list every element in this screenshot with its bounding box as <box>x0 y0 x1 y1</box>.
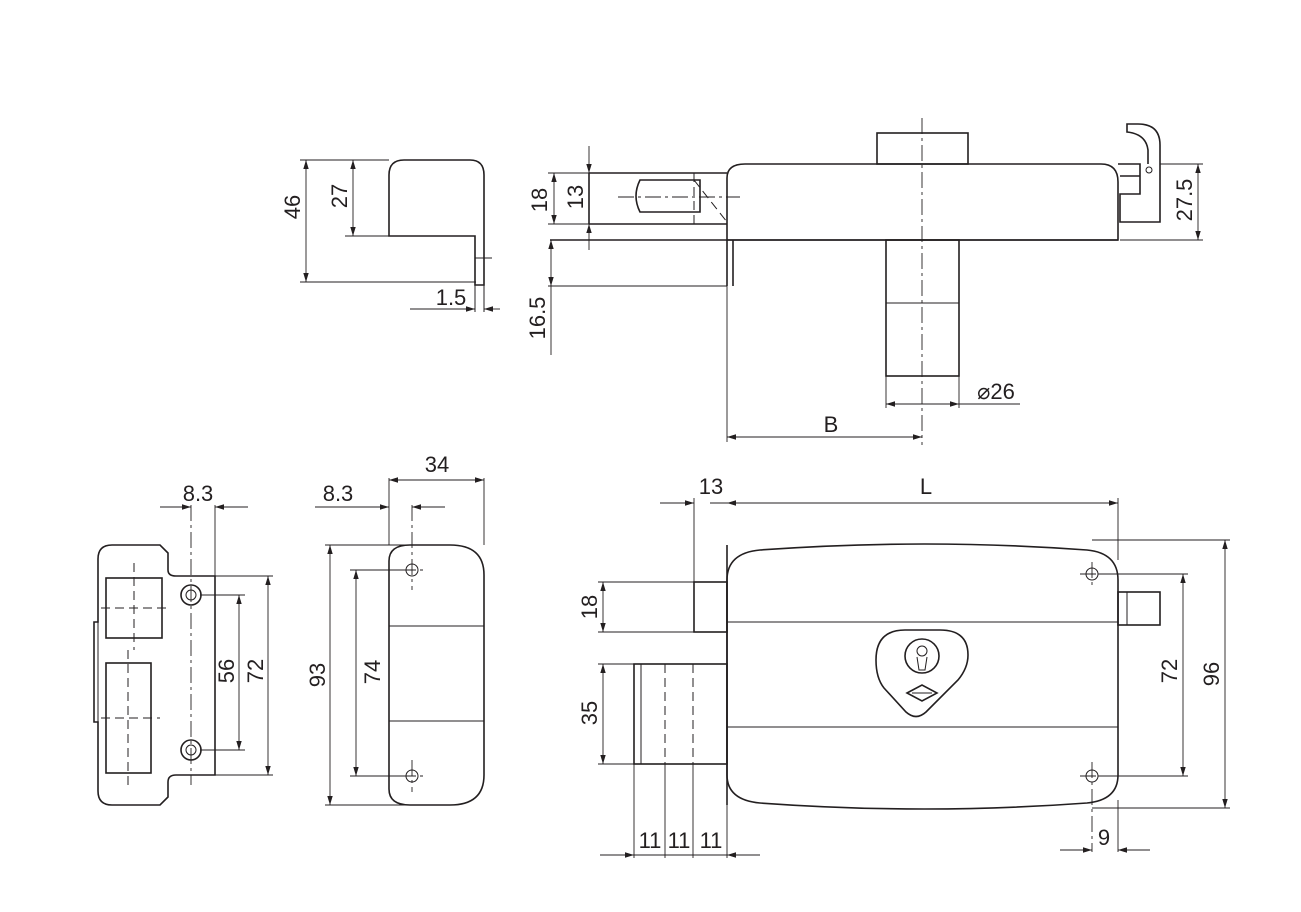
end-view: 34 8.3 93 74 <box>305 452 485 806</box>
dim-projection: 13 <box>699 474 723 499</box>
dim-end-offset: 8.3 <box>323 481 354 506</box>
dim-end-height: 93 <box>305 663 330 687</box>
dim-latch-height: 18 <box>577 595 602 619</box>
dim-inner-height: 27 <box>327 184 352 208</box>
dim-end-hole-pitch: 74 <box>360 660 385 684</box>
dim-wall: 1.5 <box>436 285 467 310</box>
dim-end-width: 34 <box>425 452 449 477</box>
dim-pitch-2: 11 <box>668 828 691 853</box>
dim-backset: B <box>824 412 839 437</box>
dim-edge: 9 <box>1098 825 1110 850</box>
dim-keeper-height: 72 <box>243 659 268 683</box>
dim-keeper-hole-pitch: 56 <box>214 659 239 683</box>
dim-bolt-total: 18 <box>527 188 552 212</box>
dim-hole-pitch: 72 <box>1157 659 1182 683</box>
dim-length: L <box>920 474 932 499</box>
keeper-view: 8.3 56 72 <box>93 481 273 806</box>
side-view: 46 27 1.5 <box>280 159 500 312</box>
dim-bolt-height: 35 <box>577 701 602 725</box>
dim-bolt-inner: 13 <box>563 185 588 209</box>
dim-height: 96 <box>1199 662 1224 686</box>
front-view: 13 L 18 35 72 96 11 11 11 9 <box>577 474 1230 858</box>
dim-overall-height: 46 <box>280 195 305 219</box>
dim-pitch-3: 11 <box>700 828 723 853</box>
dim-cylinder-diameter: ⌀26 <box>977 379 1015 404</box>
dim-flange: 16.5 <box>525 297 550 340</box>
dim-pitch-1: 11 <box>639 828 662 853</box>
dim-cap-height: 27.5 <box>1172 179 1197 222</box>
dim-keeper-offset: 8.3 <box>183 481 214 506</box>
top-view: 18 13 16.5 27.5 ⌀26 B <box>525 118 1203 445</box>
